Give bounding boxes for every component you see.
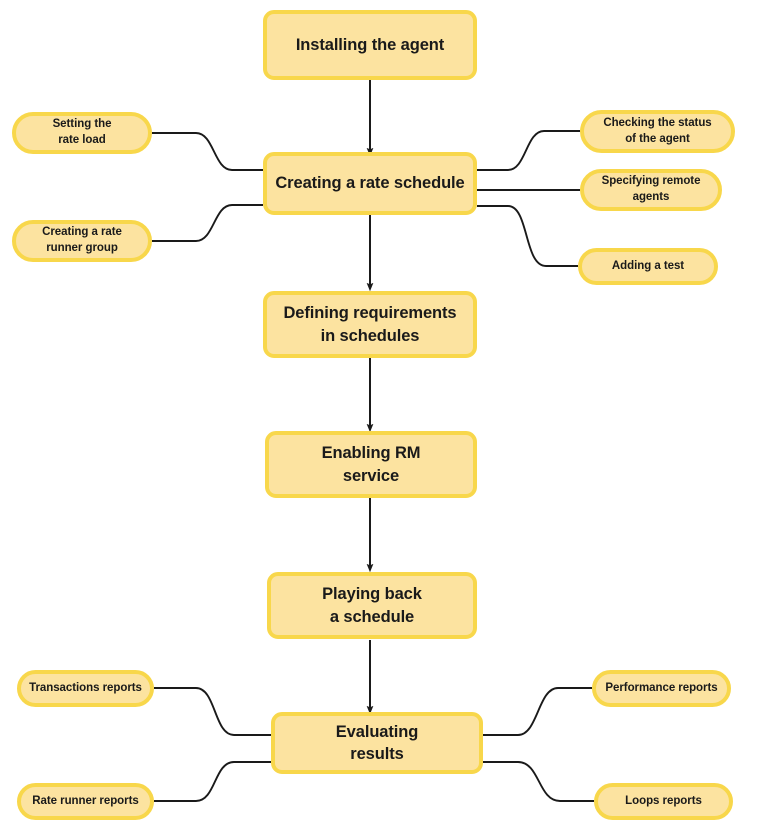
node-installing-the-agent[interactable]: Installing the agent [263, 10, 477, 80]
link-loops-reports [483, 761, 594, 802]
node-setting-the-rate-load[interactable]: Setting the rate load [12, 112, 152, 154]
link-transactions-reports [154, 687, 271, 736]
node-label: Adding a test [611, 259, 685, 272]
node-specifying-remote-agents[interactable]: Specifying remote agents [580, 169, 722, 211]
node-label: Playing back a schedule [322, 585, 422, 626]
node-label: Enabling RM service [321, 444, 421, 485]
link-adding-a-test [477, 205, 578, 267]
node-checking-the-status-of-the-agent[interactable]: Checking the status of the agent [580, 110, 735, 153]
node-playing-back-a-schedule[interactable]: Playing back a schedule [267, 572, 477, 639]
link-performance-reports [483, 687, 592, 736]
node-label: Installing the agent [295, 35, 445, 54]
node-label: Evaluating results [335, 722, 419, 763]
node-label: Setting the rate load [52, 118, 112, 146]
link-setting-the-rate-load [152, 132, 263, 171]
node-label: Creating a rate schedule [275, 174, 465, 193]
node-loops-reports[interactable]: Loops reports [594, 783, 733, 820]
node-creating-a-rate-schedule[interactable]: Creating a rate schedule [263, 152, 477, 215]
node-label: Loops reports [625, 794, 702, 807]
node-transactions-reports[interactable]: Transactions reports [17, 670, 154, 707]
node-performance-reports[interactable]: Performance reports [592, 670, 731, 707]
node-label: Transactions reports [29, 681, 142, 694]
node-creating-a-rate-runner-group[interactable]: Creating a rate runner group [12, 220, 152, 262]
link-rate-runner-reports [154, 761, 271, 802]
node-label: Performance reports [605, 681, 718, 694]
node-defining-requirements-in-schedules[interactable]: Defining requirements in schedules [263, 291, 477, 358]
node-label: Checking the status of the agent [603, 116, 712, 145]
link-creating-a-rate-runner-group [152, 204, 263, 242]
node-label: Rate runner reports [32, 794, 139, 807]
node-rate-runner-reports[interactable]: Rate runner reports [17, 783, 154, 820]
node-label: Creating a rate runner group [42, 226, 122, 254]
node-label: Defining requirements in schedules [283, 304, 457, 345]
link-checking-the-status-of-the-agent [477, 130, 580, 171]
node-adding-a-test[interactable]: Adding a test [578, 248, 718, 285]
node-evaluating-results[interactable]: Evaluating results [271, 712, 483, 774]
node-label: Specifying remote agents [601, 175, 701, 203]
node-enabling-rm-service[interactable]: Enabling RM service [265, 431, 477, 498]
